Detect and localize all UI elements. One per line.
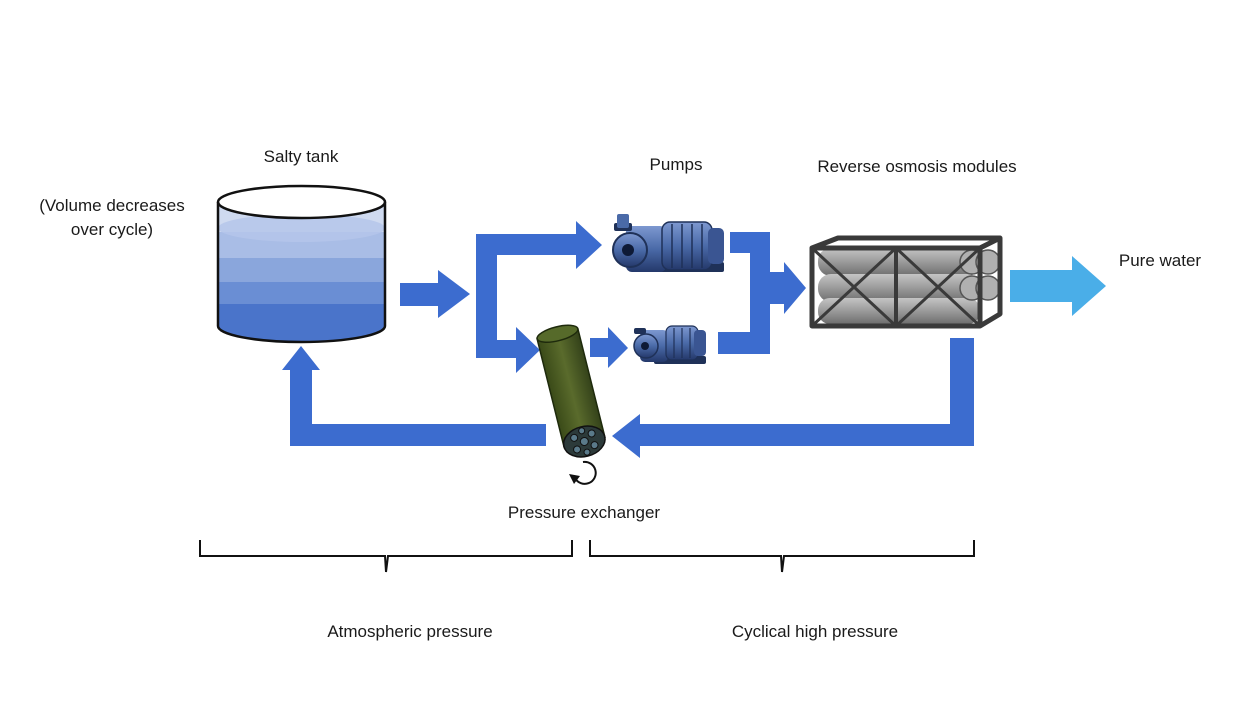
arrow-ro-return-to-exchanger xyxy=(612,338,974,458)
arrow-tank-to-split xyxy=(400,270,470,318)
rotation-arrow-icon xyxy=(574,460,597,485)
cyclical-high-pressure-label: Cyclical high pressure xyxy=(732,622,898,641)
flow-arrows xyxy=(282,221,974,458)
pressure-exchanger-label: Pressure exchanger xyxy=(508,503,660,522)
arrow-pure-water xyxy=(1010,256,1106,316)
arrow-exchanger-return-to-tank xyxy=(282,346,546,446)
atmospheric-pressure-label: Atmospheric pressure xyxy=(327,622,492,641)
arrow-exchanger-to-small-pump xyxy=(590,327,628,368)
rotation-arrowhead-icon xyxy=(569,474,580,484)
ro-module xyxy=(809,235,1003,329)
volume-note-line2: over cycle) xyxy=(71,220,153,239)
bracket-atmospheric xyxy=(199,540,573,573)
volume-note-line1: (Volume decreases xyxy=(39,196,185,215)
pure-water-label: Pure water xyxy=(1119,251,1202,270)
pump-top xyxy=(612,214,724,272)
bracket-high-pressure xyxy=(589,540,975,573)
ro-modules-label: Reverse osmosis modules xyxy=(817,157,1016,176)
arrow-split-to-exchanger xyxy=(476,327,540,373)
salty-tank xyxy=(216,184,387,344)
pumps-label: Pumps xyxy=(650,155,703,174)
arrow-pumps-to-ro xyxy=(718,232,806,354)
arrow-split-to-top-pump xyxy=(476,221,602,358)
salty-tank-label: Salty tank xyxy=(264,147,339,166)
pressure-exchanger xyxy=(536,324,606,485)
pump-small xyxy=(633,325,706,364)
